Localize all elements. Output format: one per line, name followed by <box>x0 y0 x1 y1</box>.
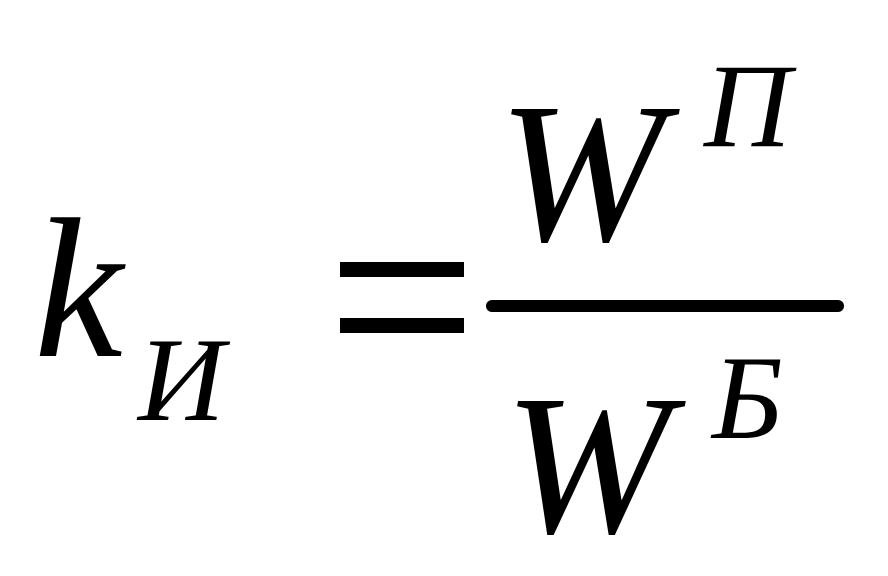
equals-bar-top <box>340 262 464 277</box>
fraction-bar <box>486 300 844 312</box>
lhs-subscript: И <box>138 313 225 446</box>
numerator-superscript: П <box>704 39 791 172</box>
lhs-symbol: k <box>34 179 123 400</box>
denominator-superscript: Б <box>712 331 783 464</box>
numerator-symbol: W <box>498 63 665 284</box>
equals-bar-bottom <box>340 318 464 333</box>
denominator-symbol: W <box>504 355 671 576</box>
formula: k И W П W Б <box>34 39 844 576</box>
equals-sign <box>340 262 464 333</box>
